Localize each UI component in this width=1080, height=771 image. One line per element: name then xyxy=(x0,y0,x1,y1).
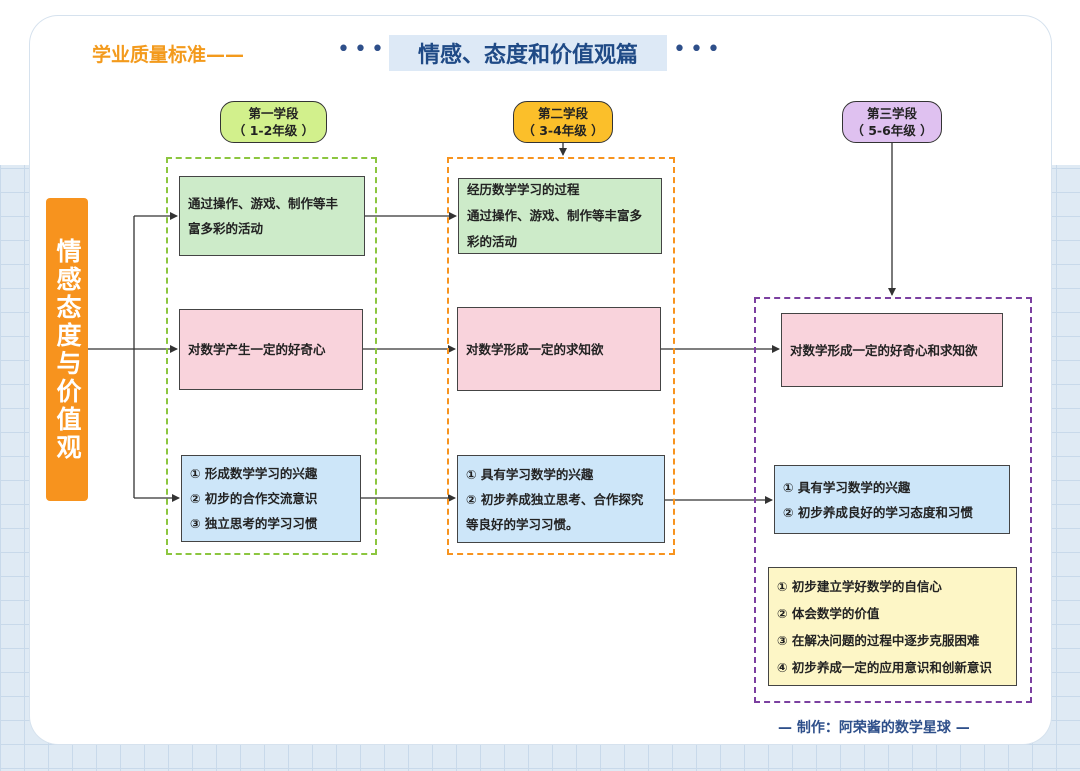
stage-3-frame xyxy=(754,297,1032,703)
stage-3-habits-box: ① 具有学习数学的兴趣 ② 初步养成良好的学习态度和习惯 xyxy=(774,465,1010,534)
stage-1-frame xyxy=(166,157,377,555)
stage-1-grades: （ 1-2年级 ） xyxy=(232,123,315,138)
stage-2-activities-box: 经历数学学习的过程 通过操作、游戏、制作等丰富多 彩的活动 xyxy=(458,178,662,254)
list-item: ② 初步的合作交流意识 xyxy=(190,491,318,506)
list-item: ① 形成数学学习的兴趣 xyxy=(190,466,318,481)
list-item: ④ 初步养成一定的应用意识和创新意识 xyxy=(777,659,992,675)
stage-2-curiosity-box: 对数学形成一定的求知欲 xyxy=(457,307,661,391)
stage-1-badge: 第一学段 （ 1-2年级 ） xyxy=(220,101,327,143)
list-item: ② 初步养成良好的学习态度和习惯 xyxy=(783,504,973,520)
side-label: 情感态度与价值观 xyxy=(46,198,88,501)
list-item: ③ 独立思考的学习习惯 xyxy=(190,516,318,531)
list-item: ① 具有学习数学的兴趣 xyxy=(466,466,594,482)
box-line: 富多彩的活动 xyxy=(188,221,264,236)
stage-1-activities-box: 通过操作、游戏、制作等丰 富多彩的活动 xyxy=(179,176,365,256)
stage-3-curiosity-box: 对数学形成一定的好奇心和求知欲 xyxy=(781,313,1003,387)
stage-3-grades: （ 5-6年级 ） xyxy=(851,123,933,138)
stage-1-curiosity-box: 对数学产生一定的好奇心 xyxy=(179,309,363,390)
box-line: 通过操作、游戏、制作等丰富多 xyxy=(467,208,643,223)
stage-2-habits-box: ① 具有学习数学的兴趣 ② 初步养成独立思考、合作探究 等良好的学习习惯。 xyxy=(457,455,665,543)
list-item: ② 体会数学的价值 xyxy=(777,605,880,621)
standard-title: 学业质量标准—— xyxy=(92,44,245,66)
stage-2-frame xyxy=(447,157,675,555)
credit-text: — 制作：阿荣酱的数学星球 — xyxy=(778,720,970,736)
stage-3-badge: 第三学段 （ 5-6年级 ） xyxy=(842,101,942,143)
box-line: 对数学产生一定的好奇心 xyxy=(188,342,326,357)
box-line: 彩的活动 xyxy=(467,234,518,249)
list-item: ③ 在解决问题的过程中逐步克服困难 xyxy=(777,632,980,648)
box-line: 通过操作、游戏、制作等丰 xyxy=(188,196,339,211)
box-line: 对数学形成一定的求知欲 xyxy=(466,341,604,357)
list-item: ① 初步建立学好数学的自信心 xyxy=(777,578,942,594)
stage-2-badge: 第二学段 （ 3-4年级 ） xyxy=(513,101,613,143)
box-line: 对数学形成一定的好奇心和求知欲 xyxy=(790,342,978,358)
dots-decoration-left: ••• xyxy=(337,37,388,62)
list-item: ② 初步养成独立思考、合作探究 xyxy=(466,491,644,507)
stage-3-extra-box: ① 初步建立学好数学的自信心 ② 体会数学的价值 ③ 在解决问题的过程中逐步克服… xyxy=(768,567,1017,686)
stage-3-name: 第三学段 xyxy=(866,106,917,121)
box-line: 经历数学学习的过程 xyxy=(467,182,580,197)
stage-2-name: 第二学段 xyxy=(537,106,588,121)
stage-1-name: 第一学段 xyxy=(248,106,299,121)
list-item: ① 具有学习数学的兴趣 xyxy=(783,479,911,495)
stage-2-grades: （ 3-4年级 ） xyxy=(522,123,604,138)
page-title: 情感、态度和价值观篇 xyxy=(389,35,667,71)
dots-decoration-right: ••• xyxy=(673,37,724,62)
list-item: 等良好的学习习惯。 xyxy=(466,516,579,532)
stage-1-habits-box: ① 形成数学学习的兴趣 ② 初步的合作交流意识 ③ 独立思考的学习习惯 xyxy=(181,455,361,542)
